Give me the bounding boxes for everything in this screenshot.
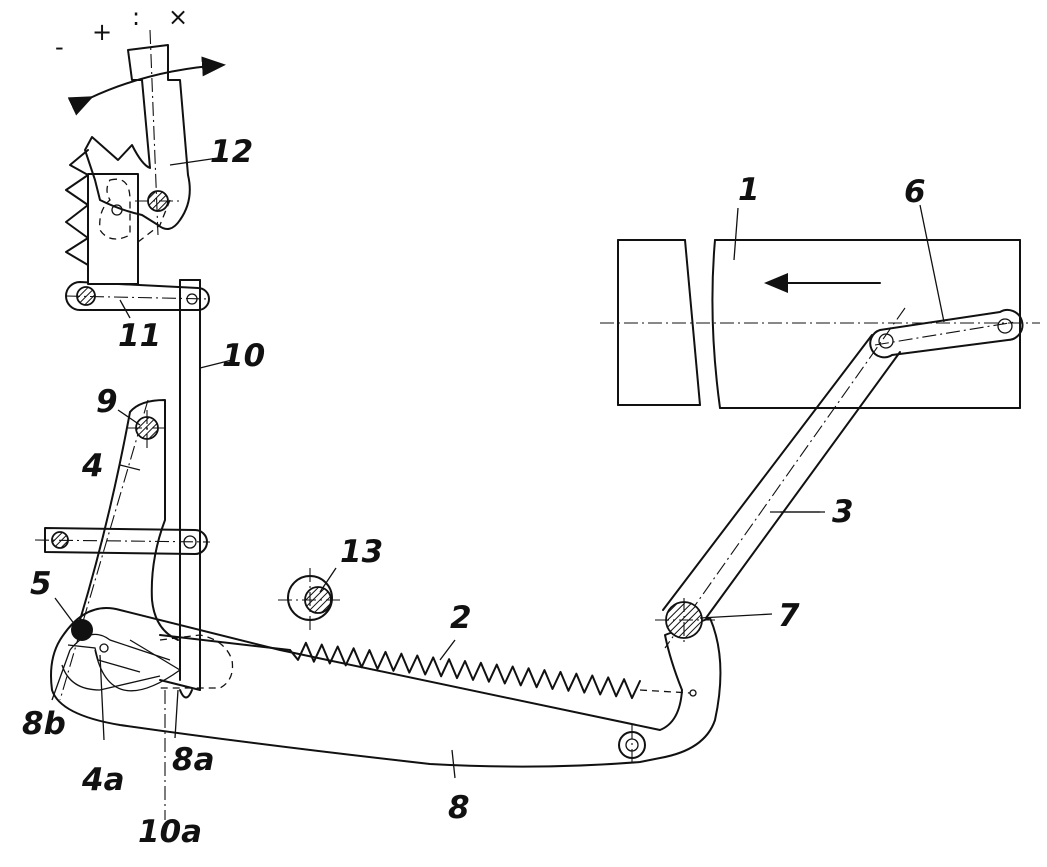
label-7: 7 [778, 598, 800, 634]
position-cross: × [168, 3, 188, 31]
label-4a: 4a [81, 762, 125, 798]
link-6 [869, 309, 1024, 359]
label-11: 11 [118, 318, 161, 354]
label-4: 4 [81, 448, 104, 484]
label-6: 6 [904, 174, 926, 210]
link-horizontal-lower [34, 527, 211, 555]
connecting-rod-3 [662, 307, 906, 649]
label-12: 12 [210, 134, 253, 170]
label-9: 9 [96, 384, 118, 420]
roller-5 [67, 619, 141, 673]
leader-lines [51, 157, 945, 779]
label-10: 10 [222, 338, 265, 374]
position-plus: + [92, 18, 112, 46]
label-13: 13 [340, 534, 383, 570]
pivot-9 [128, 410, 170, 448]
label-3: 3 [832, 494, 854, 530]
swing-direction-arrow [67, 56, 226, 116]
pivot-8-lower [618, 725, 646, 765]
pivot-pin-7 [655, 598, 715, 646]
pawl-4 [59, 399, 182, 701]
label-8: 8 [448, 790, 470, 826]
spring-2 [159, 634, 697, 700]
label-10a: 10a [138, 814, 202, 850]
position-minus: - [55, 33, 64, 61]
slide-block-1 [600, 239, 1040, 409]
link-11 [65, 281, 211, 311]
ratchet-housing [65, 149, 171, 285]
label-2: 2 [450, 600, 472, 636]
selector-lever-12 [84, 29, 191, 236]
rod-10 [159, 279, 201, 820]
label-8b: 8b [22, 706, 66, 742]
position-neutral: : [132, 3, 140, 31]
label-1: 1 [738, 172, 760, 208]
stop-13 [278, 568, 340, 630]
label-8a: 8a [172, 742, 215, 778]
label-5: 5 [30, 566, 52, 602]
